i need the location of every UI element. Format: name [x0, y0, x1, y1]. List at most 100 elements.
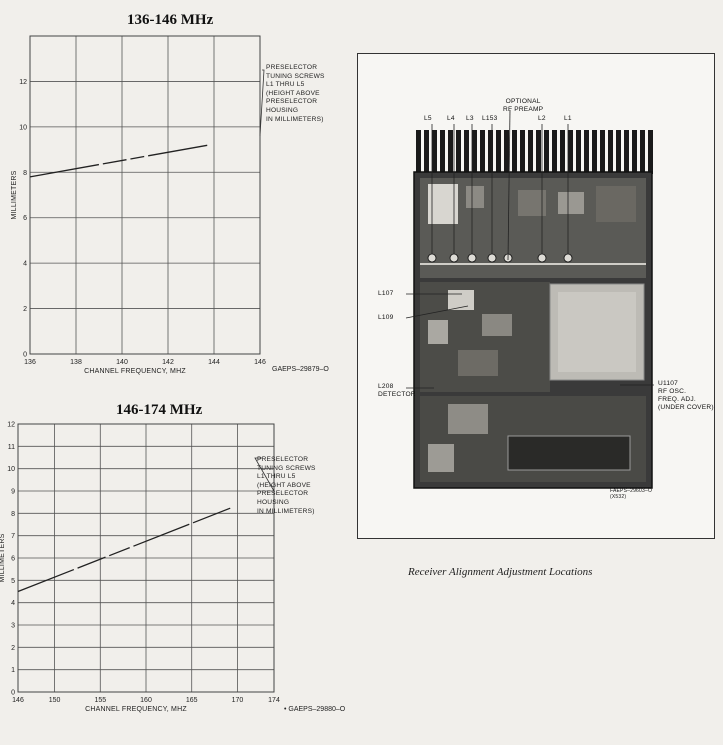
- heatsink-fin: [416, 130, 421, 174]
- x-tick-label: 138: [70, 359, 82, 366]
- x-tick-label: 146: [254, 359, 266, 366]
- y-tick-label: 3: [11, 623, 15, 630]
- tuning-screw: [467, 253, 477, 263]
- heatsink-fin: [568, 130, 573, 174]
- y-tick-label: 12: [19, 79, 27, 86]
- plot-frame: [17, 423, 275, 693]
- heatsink-fin: [640, 130, 645, 174]
- label-l109: L109: [378, 314, 394, 321]
- heatsink-fin: [608, 130, 613, 174]
- label-l1: L1: [564, 115, 572, 122]
- tuning-screw: [537, 253, 547, 263]
- y-axis-label: MILLIMETERS: [0, 533, 6, 582]
- heatsink-fin: [480, 130, 485, 174]
- y-tick-label: 2: [23, 306, 27, 313]
- heatsink-fin: [600, 130, 605, 174]
- tuning-screw: [487, 253, 497, 263]
- heatsink-fin: [560, 130, 565, 174]
- heatsink-fin: [464, 130, 469, 174]
- annotation-leader: [259, 69, 265, 136]
- y-tick-label: 8: [23, 170, 27, 177]
- label-l5: L5: [424, 115, 432, 122]
- x-axis-label: CHANNEL FREQUENCY, MHZ: [84, 368, 186, 375]
- chart2-annotation: PRESELECTOR TUNING SCREWS L1 THRU L5 (HE…: [257, 456, 316, 515]
- y-tick-label: 1: [11, 667, 15, 674]
- x-tick-label: 144: [208, 359, 220, 366]
- series-line: [29, 135, 261, 178]
- plot-frame: [29, 35, 261, 355]
- heatsink-fin: [544, 130, 549, 174]
- heatsink-fin: [552, 130, 557, 174]
- receiver-photo-frame: OPTIONAL RF PREAMP L5 L4 L3 L153 L2 L1 L…: [357, 53, 715, 539]
- label-optional: OPTIONAL RF PREAMP: [503, 98, 544, 113]
- tuning-screw: [427, 253, 437, 263]
- label-l2: L2: [538, 115, 546, 122]
- heatsink-fin: [520, 130, 525, 174]
- x-tick-label: 142: [162, 359, 174, 366]
- x-tick-label: 165: [186, 697, 198, 704]
- heatsink-fin: [592, 130, 597, 174]
- heatsink-fin: [504, 130, 509, 174]
- y-tick-label: 0: [23, 352, 27, 359]
- y-tick-label: 0: [11, 690, 15, 697]
- label-l208: L208 DETECTOR: [378, 383, 416, 398]
- y-tick-label: 10: [7, 466, 15, 473]
- chart1-annotation: PRESELECTOR TUNING SCREWS L1 THRU L5 (HE…: [266, 64, 325, 123]
- label-l4: L4: [447, 115, 455, 122]
- heatsink-fin: [496, 130, 501, 174]
- x-tick-label: 155: [94, 697, 106, 704]
- label-u1107: U1107 RF OSC. FREQ. ADJ. (UNDER COVER): [658, 380, 714, 411]
- x-axis-label: CHANNEL FREQUENCY, MHZ: [85, 706, 187, 713]
- x-tick-label: 160: [140, 697, 152, 704]
- annotation-leader: [254, 457, 275, 492]
- y-tick-label: 12: [7, 422, 15, 429]
- label-l153: L153: [482, 115, 498, 122]
- y-tick-label: 11: [8, 444, 15, 451]
- x-tick-label: 136: [24, 359, 36, 366]
- y-tick-label: 10: [19, 124, 27, 131]
- heatsink-fin: [432, 130, 437, 174]
- heatsink-fin: [624, 130, 629, 174]
- label-l107: L107: [378, 290, 394, 297]
- chart1-figure-id: GAEPS–29879–O: [272, 366, 329, 373]
- y-tick-label: 2: [11, 645, 15, 652]
- x-tick-label: 150: [49, 697, 61, 704]
- y-tick-label: 4: [23, 261, 27, 268]
- chart2-figure-id: • GAEPS–29880–O: [284, 706, 346, 713]
- chart1-title: 136-146 MHz: [127, 12, 214, 28]
- y-tick-label: 6: [11, 556, 15, 563]
- photo-figure-id: FAEPS–29603–O (X532): [610, 488, 653, 500]
- heatsink-fin: [512, 130, 517, 174]
- tuning-screw: [449, 253, 459, 263]
- chart2-title: 146-174 MHz: [116, 402, 203, 418]
- heatsink-fin: [528, 130, 533, 174]
- y-tick-label: 9: [11, 489, 15, 496]
- heatsink-fin: [632, 130, 637, 174]
- heatsink-fin: [576, 130, 581, 174]
- series-line: [17, 490, 275, 593]
- y-axis-label: MILLIMETERS: [11, 170, 18, 219]
- heatsink-fin: [584, 130, 589, 174]
- tuning-screw: [563, 253, 573, 263]
- x-tick-label: 140: [116, 359, 128, 366]
- y-tick-label: 8: [11, 511, 15, 518]
- heatsink-fin: [488, 130, 493, 174]
- heatsink-fin: [648, 130, 653, 174]
- heatsink-fin: [472, 130, 477, 174]
- heatsink-fin: [456, 130, 461, 174]
- y-tick-label: 6: [23, 215, 27, 222]
- heatsink-fin: [440, 130, 445, 174]
- label-l3: L3: [466, 115, 474, 122]
- x-tick-label: 146: [12, 697, 24, 704]
- heatsink-fin: [616, 130, 621, 174]
- heatsink-fin: [536, 130, 541, 174]
- receiver-board-illustration: [405, 109, 654, 489]
- heatsink-fin: [424, 130, 429, 174]
- x-tick-label: 174: [268, 697, 280, 704]
- heatsink-fin: [448, 130, 453, 174]
- x-tick-label: 170: [232, 697, 244, 704]
- y-tick-label: 4: [11, 600, 15, 607]
- y-tick-label: 5: [11, 578, 15, 585]
